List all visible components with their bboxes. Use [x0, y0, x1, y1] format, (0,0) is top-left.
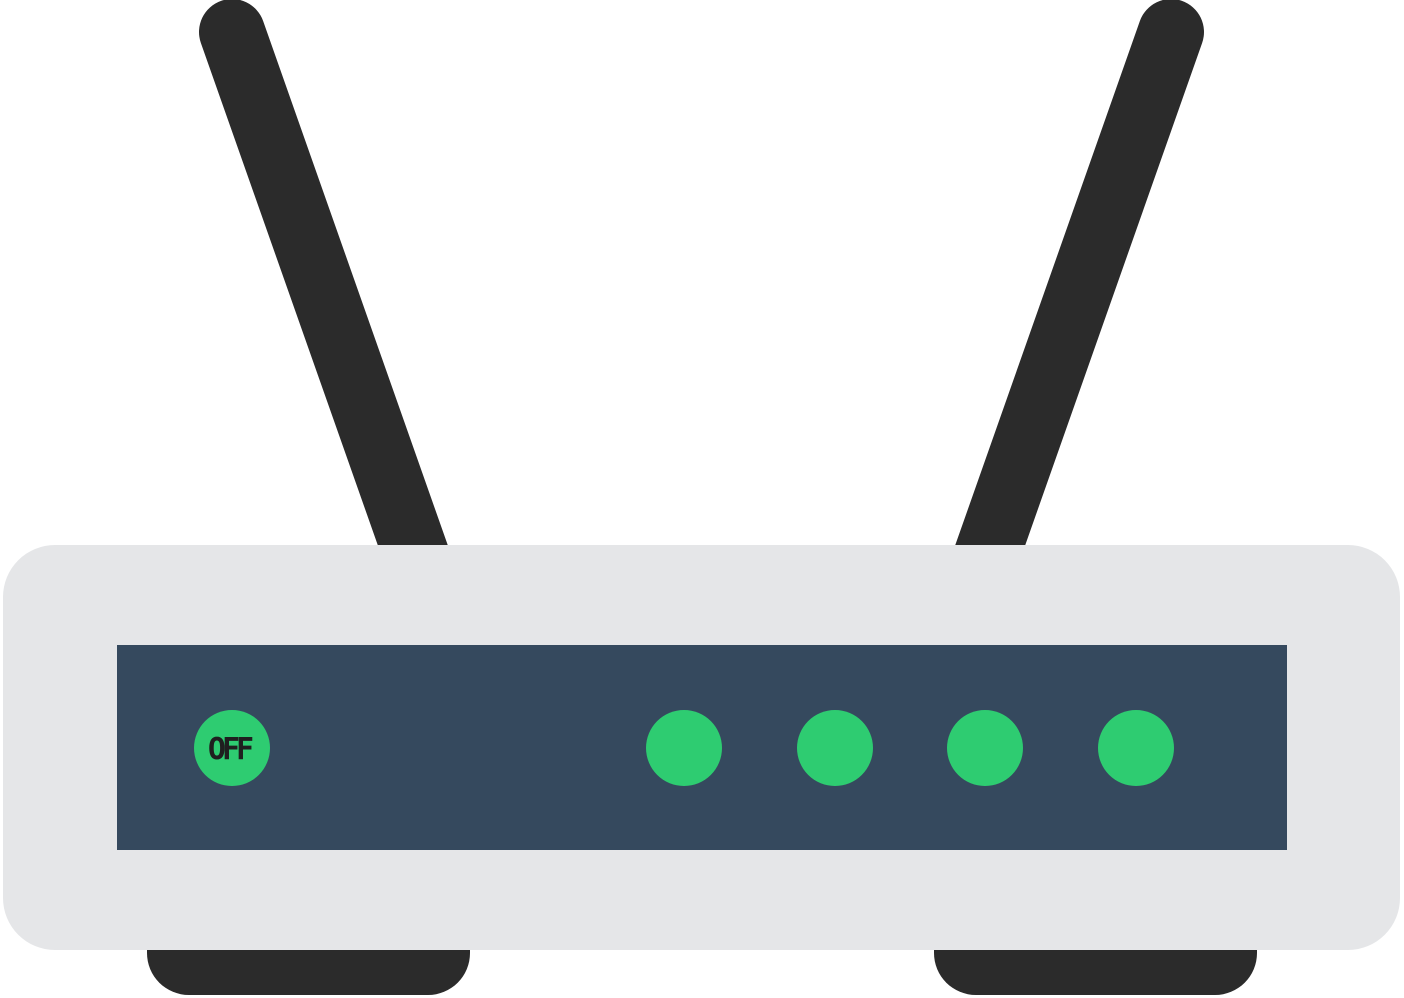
right-antenna — [952, 0, 1204, 593]
status-led-2 — [797, 710, 873, 786]
status-led-4 — [1098, 710, 1174, 786]
power-button-face[interactable] — [194, 710, 270, 786]
power-button[interactable]: OFF — [194, 710, 270, 786]
power-button-label: OFF — [208, 732, 253, 767]
left-antenna — [199, 0, 451, 593]
status-led-3 — [947, 710, 1023, 786]
status-led-1 — [646, 710, 722, 786]
